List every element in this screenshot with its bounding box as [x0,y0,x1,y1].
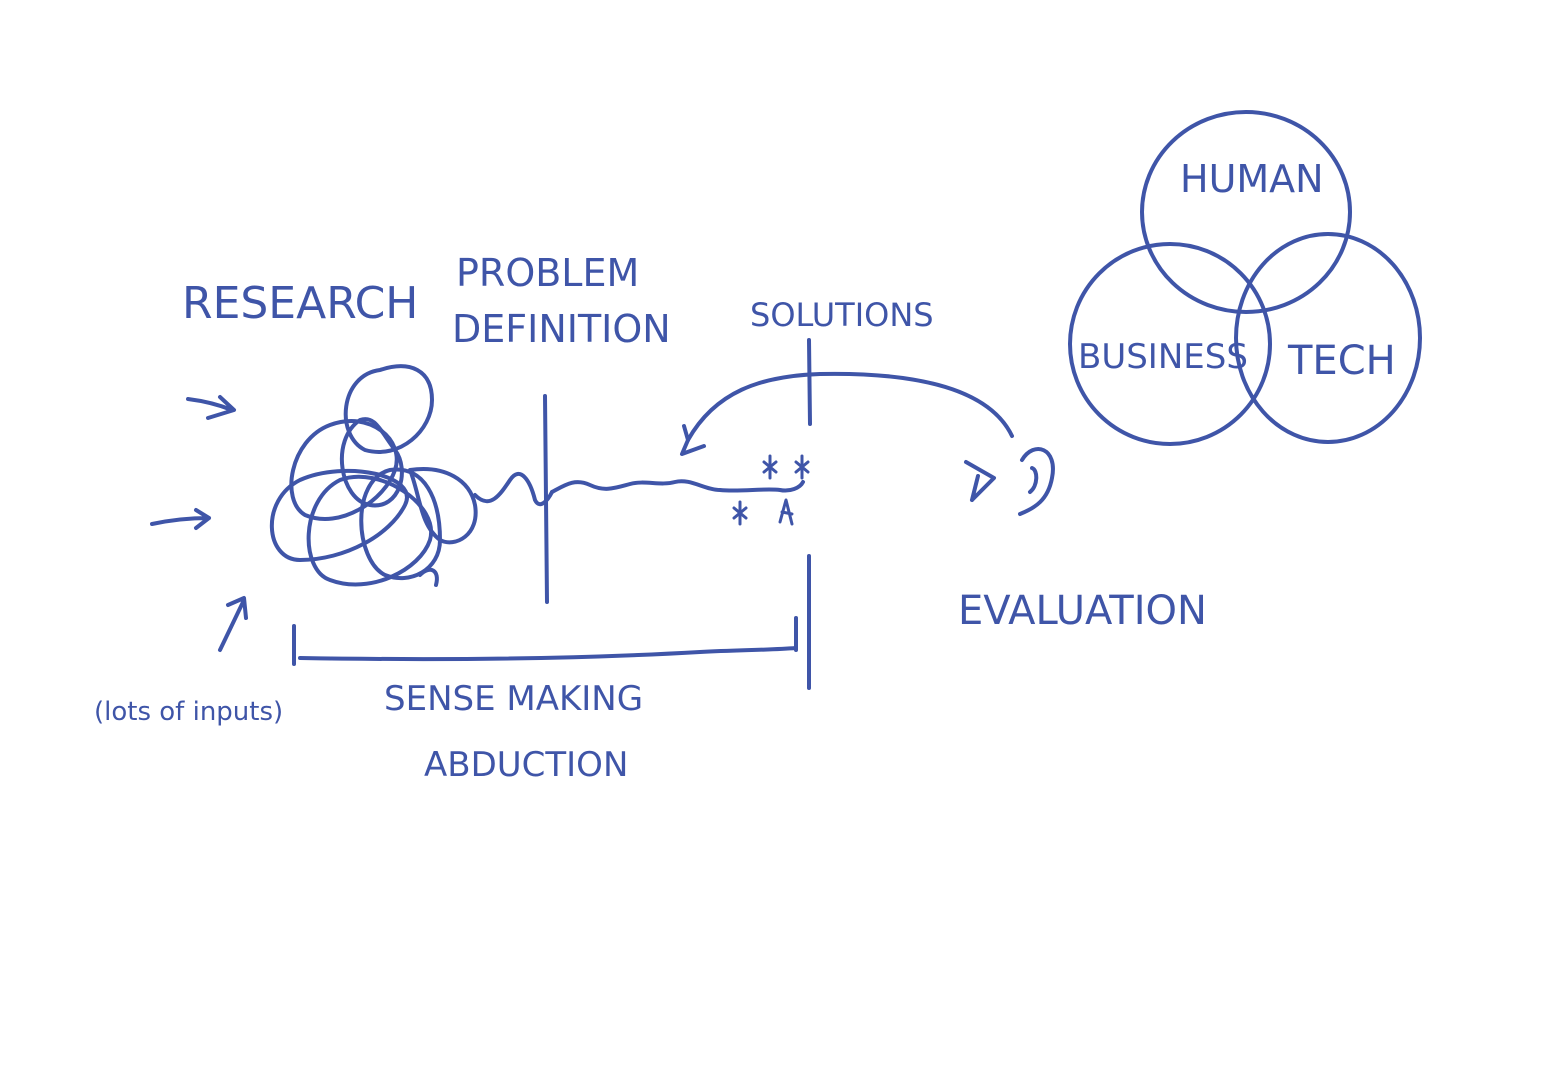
feedback-arrow-icon [680,371,1014,456]
venn-label-human: HUMAN [1180,157,1324,201]
star-marks-icon [732,454,810,526]
input-arrow-icon [150,508,211,530]
problem-divider-line [543,394,549,604]
sense-making-bracket [292,616,798,666]
research-label: RESEARCH [182,278,418,329]
squiggle-scribble-icon [269,364,554,587]
inputs-note-label: (lots of inputs) [94,697,283,727]
evaluation-label: EVALUATION [958,588,1207,634]
abduction-label: ABDUCTION [424,745,628,785]
solutions-divider-line [807,338,812,426]
input-arrow-icon [218,596,248,652]
venn-diagram [1068,110,1422,446]
problem-label-line2: DEFINITION [452,307,671,351]
solutions-label: SOLUTIONS [750,296,934,334]
venn-circle-human [1140,110,1352,314]
venn-label-tech: TECH [1287,338,1396,384]
wavy-line [550,479,805,494]
venn-circle-business [1068,242,1272,446]
eye-icon [964,460,996,502]
ear-icon [1018,447,1055,516]
sense-making-label: SENSE MAKING [384,679,643,719]
venn-label-business: BUSINESS [1078,337,1248,377]
input-arrow-icon [186,395,236,420]
problem-label-line1: PROBLEM [456,251,639,295]
venn-circle-tech [1234,232,1422,444]
